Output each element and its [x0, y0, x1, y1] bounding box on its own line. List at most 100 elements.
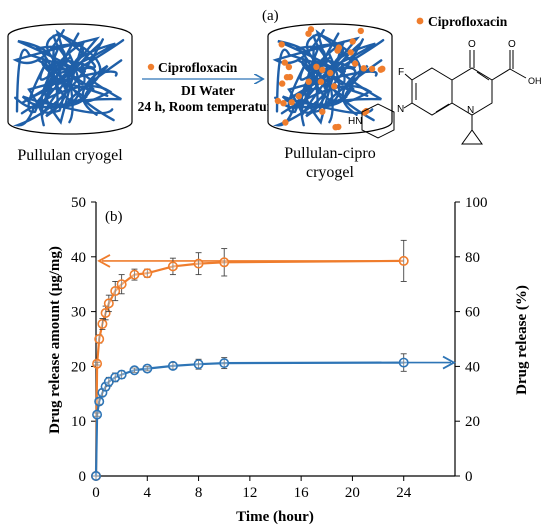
polymer-strand — [55, 29, 97, 124]
data-point — [219, 257, 230, 268]
y2-tick-label: 20 — [465, 414, 480, 430]
polymer-strand — [315, 29, 357, 124]
drug-dot-in-label — [147, 63, 155, 71]
ciprofloxacin-structure — [361, 50, 527, 145]
svg-text:OH: OH — [528, 76, 542, 86]
data-point — [129, 269, 140, 280]
drug-dot — [305, 78, 312, 85]
data-point — [94, 333, 105, 344]
right-caption-line1: Pullulan-cipro — [284, 145, 376, 162]
data-point — [97, 318, 108, 329]
data-point — [142, 268, 153, 279]
drug-dot — [327, 69, 334, 77]
drug-dot — [288, 99, 295, 106]
data-point — [94, 396, 105, 407]
drug-dot — [319, 108, 326, 115]
ciprofloxacin-atom-labels: O F OH O N N HN — [348, 39, 542, 127]
svg-text:HN: HN — [348, 116, 362, 127]
data-point — [92, 409, 103, 420]
svg-text:O: O — [508, 39, 516, 50]
data-point — [193, 258, 204, 269]
x-axis-title: Time (hour) — [236, 509, 314, 525]
x-tick-label: 0 — [92, 485, 100, 501]
arrow-label-drug: Ciprofloxacin — [158, 60, 238, 75]
drug-dot — [317, 78, 325, 86]
x-tick-label: 24 — [396, 485, 412, 501]
drug-dot — [352, 60, 359, 67]
arrow-label-conditions: 24 h, Room temperature — [138, 99, 279, 114]
drug-dot — [282, 119, 289, 126]
axis-pointer-head — [442, 355, 456, 370]
drug-dot — [368, 65, 376, 73]
drug-dots — [274, 26, 386, 131]
x-tick-label: 4 — [144, 485, 152, 501]
pullulan-cipro-cryogel-illustration — [267, 23, 393, 135]
drug-dot — [319, 66, 326, 74]
x-tick-label: 16 — [294, 485, 310, 501]
data-point — [116, 369, 127, 380]
series-1 — [91, 239, 409, 481]
panel-a: (a) Pullulan cryogel Ciprofloxacin DI Wa… — [7, 8, 542, 181]
data-point — [100, 381, 111, 392]
data-point — [91, 470, 102, 481]
data-point — [398, 255, 409, 266]
data-point — [100, 307, 111, 318]
drug-dot — [278, 41, 285, 48]
data-point — [103, 298, 114, 309]
panel-a-label: (a) — [262, 8, 279, 24]
drug-dot — [279, 80, 286, 87]
x-tick-label: 12 — [242, 485, 257, 501]
data-point — [142, 363, 153, 374]
drug-dot — [274, 97, 282, 105]
data-point — [92, 358, 103, 369]
svg-text:F: F — [398, 67, 404, 78]
data-point — [219, 358, 230, 369]
polymer-strand — [272, 29, 361, 81]
drug-dot — [347, 49, 354, 56]
polymer-strand — [281, 43, 345, 106]
series-2 — [91, 353, 456, 481]
y2-tick-label: 60 — [465, 305, 480, 321]
polymer-strand — [21, 43, 85, 106]
drug-dot — [313, 63, 320, 70]
drug-dot — [285, 63, 293, 71]
y-tick-label: 0 — [79, 469, 87, 485]
drug-dot — [379, 65, 386, 73]
y-tick-label: 40 — [71, 250, 86, 266]
panel-b-label: (b) — [105, 209, 123, 225]
pullulan-cryogel-illustration — [7, 23, 133, 135]
y-axis-title: Drug release amount (μg/mg) — [47, 246, 63, 434]
legend-drug-dot — [416, 17, 424, 25]
data-point — [167, 360, 178, 371]
y-tick-label: 20 — [71, 359, 86, 375]
y2-tick-label: 100 — [465, 195, 488, 211]
drug-dot — [283, 74, 291, 81]
svg-text:N: N — [397, 104, 404, 115]
drug-dot — [281, 59, 288, 66]
data-point — [116, 279, 127, 290]
svg-text:N: N — [467, 105, 474, 116]
svg-text:O: O — [468, 39, 476, 50]
chart-axes — [95, 202, 456, 477]
drug-dot — [335, 44, 343, 51]
drug-dot — [295, 93, 302, 100]
process-arrow: Ciprofloxacin DI Water 24 h, Room temper… — [138, 60, 279, 114]
polymer-strand — [15, 48, 87, 113]
arrow-label-water: DI Water — [181, 83, 235, 98]
y2-tick-label: 40 — [465, 359, 480, 375]
drug-dot — [361, 109, 368, 116]
data-point — [110, 286, 121, 297]
y2-tick-label: 80 — [465, 250, 480, 266]
data-point — [129, 365, 140, 376]
drug-dot — [349, 38, 356, 45]
y-tick-label: 50 — [71, 195, 86, 211]
data-point — [398, 357, 409, 368]
y2-axis-title: Drug release (%) — [514, 285, 530, 395]
chart-series — [91, 239, 456, 481]
data-point — [193, 359, 204, 370]
y2-tick-label: 0 — [465, 469, 473, 485]
polymer-strand — [275, 48, 347, 113]
